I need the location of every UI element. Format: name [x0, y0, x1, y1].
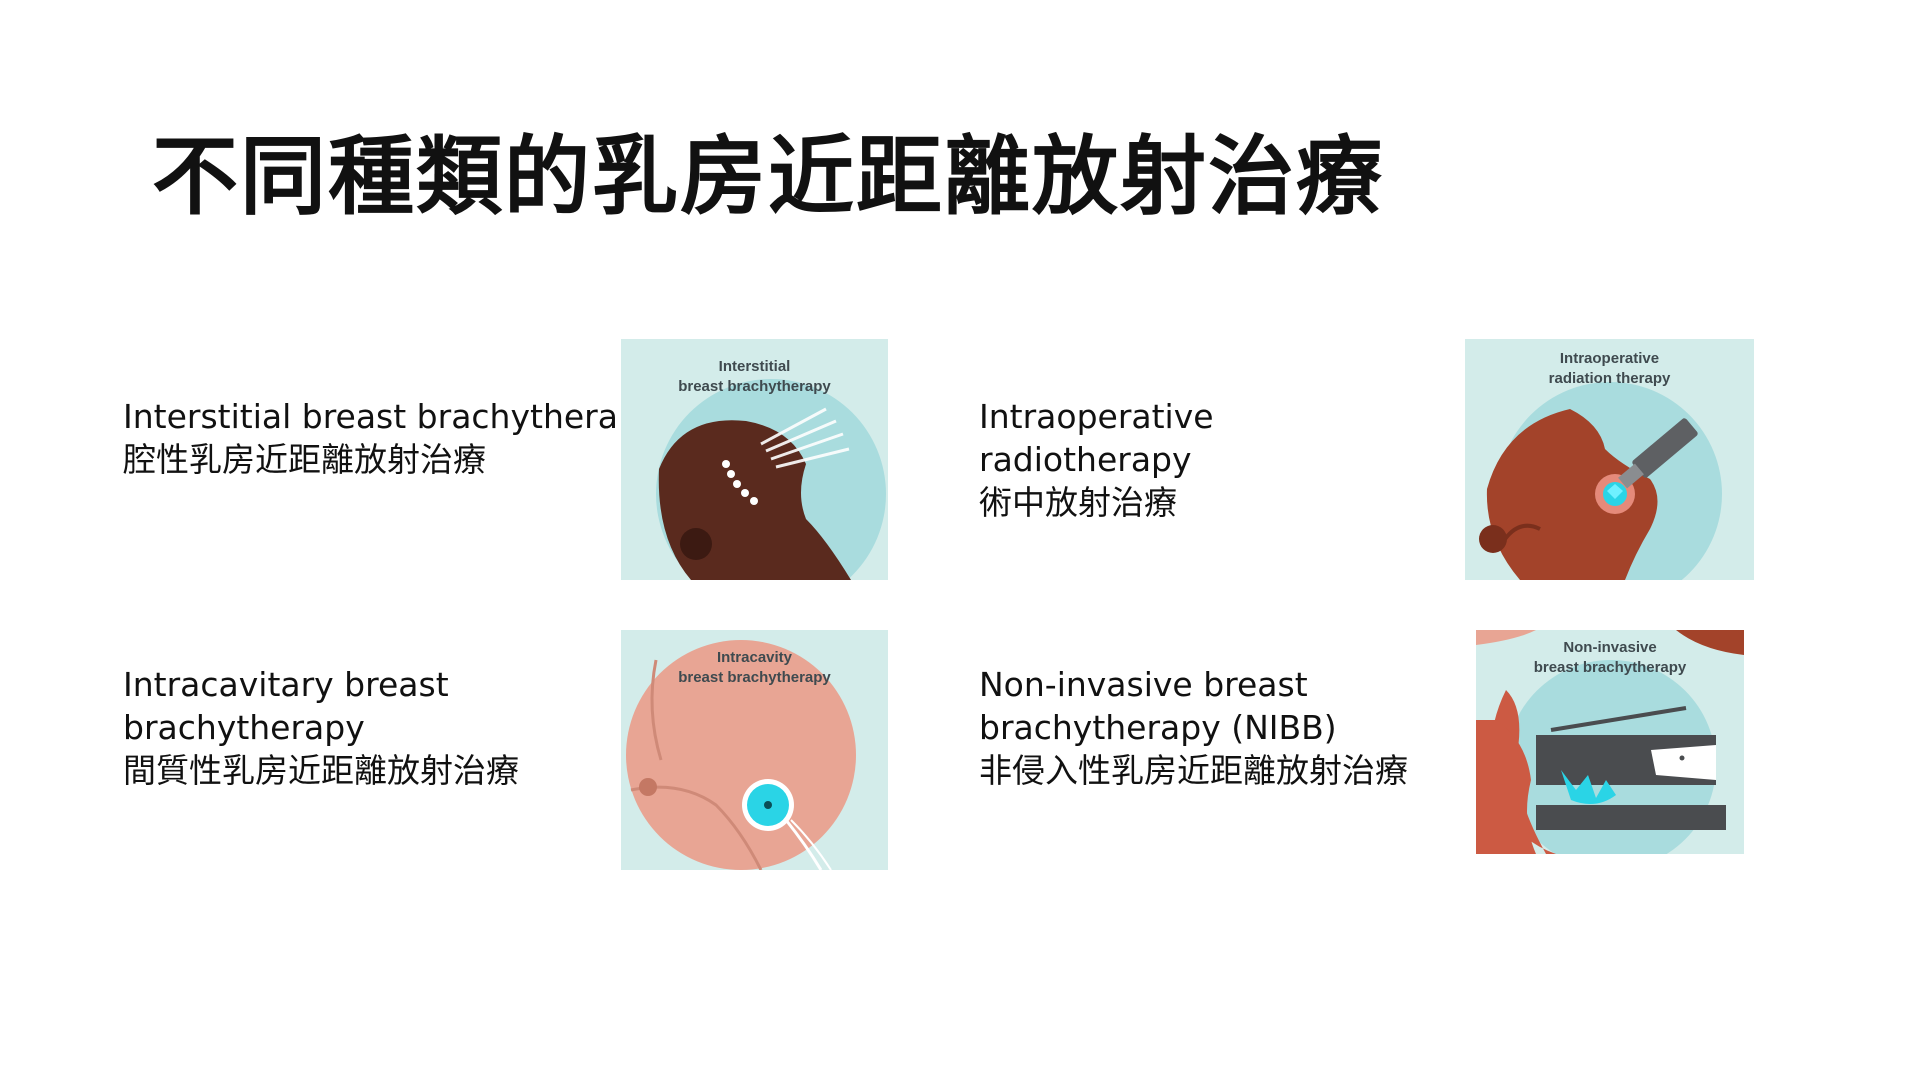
intraoperative-drawing: [1465, 339, 1754, 580]
item-interstitial-text: Interstitial breast brachytherapy 腔性乳房近距…: [123, 395, 658, 481]
item-intraoperative-text: Intraoperative radiotherapy 術中放射治療: [979, 395, 1214, 524]
item-label-en: Non-invasive breast: [979, 665, 1308, 704]
item-label-zh: 非侵入性乳房近距離放射治療: [979, 751, 1408, 790]
interstitial-illustration: Interstitial breast brachytherapy: [621, 339, 888, 580]
item-noninvasive-text: Non-invasive breast brachytherapy (NIBB)…: [979, 663, 1408, 792]
intracavity-illustration: Intracavity breast brachytherapy: [621, 630, 888, 870]
noninvasive-drawing: [1476, 630, 1744, 854]
intraoperative-illustration: Intraoperative radiation therapy: [1465, 339, 1754, 580]
image-caption: Intracavity breast brachytherapy: [678, 649, 831, 686]
image-caption: Intraoperative radiation therapy: [1548, 350, 1671, 387]
item-label-en: Intraoperative: [979, 397, 1214, 436]
item-label-zh: 間質性乳房近距離放射治療: [123, 751, 519, 790]
item-label-en: Interstitial breast brachytherapy: [123, 397, 659, 436]
image-caption: Interstitial breast brachytherapy: [678, 358, 831, 395]
intracavity-drawing: [621, 630, 888, 870]
item-label-en: brachytherapy: [123, 708, 365, 747]
image-caption: Non-invasive breast brachytherapy: [1533, 639, 1687, 676]
item-label-en: Intracavitary breast: [123, 665, 449, 704]
item-label-zh: 術中放射治療: [979, 483, 1177, 522]
item-label-en: brachytherapy (NIBB): [979, 708, 1337, 747]
item-label-en: radiotherapy: [979, 440, 1192, 479]
item-label-zh: 腔性乳房近距離放射治療: [123, 440, 486, 479]
slide-title: 不同種類的乳房近距離放射治療: [152, 127, 1384, 227]
item-intracavitary-text: Intracavitary breast brachytherapy 間質性乳房…: [123, 663, 519, 792]
interstitial-drawing: [621, 339, 888, 580]
noninvasive-illustration: Non-invasive breast brachytherapy: [1476, 630, 1744, 854]
